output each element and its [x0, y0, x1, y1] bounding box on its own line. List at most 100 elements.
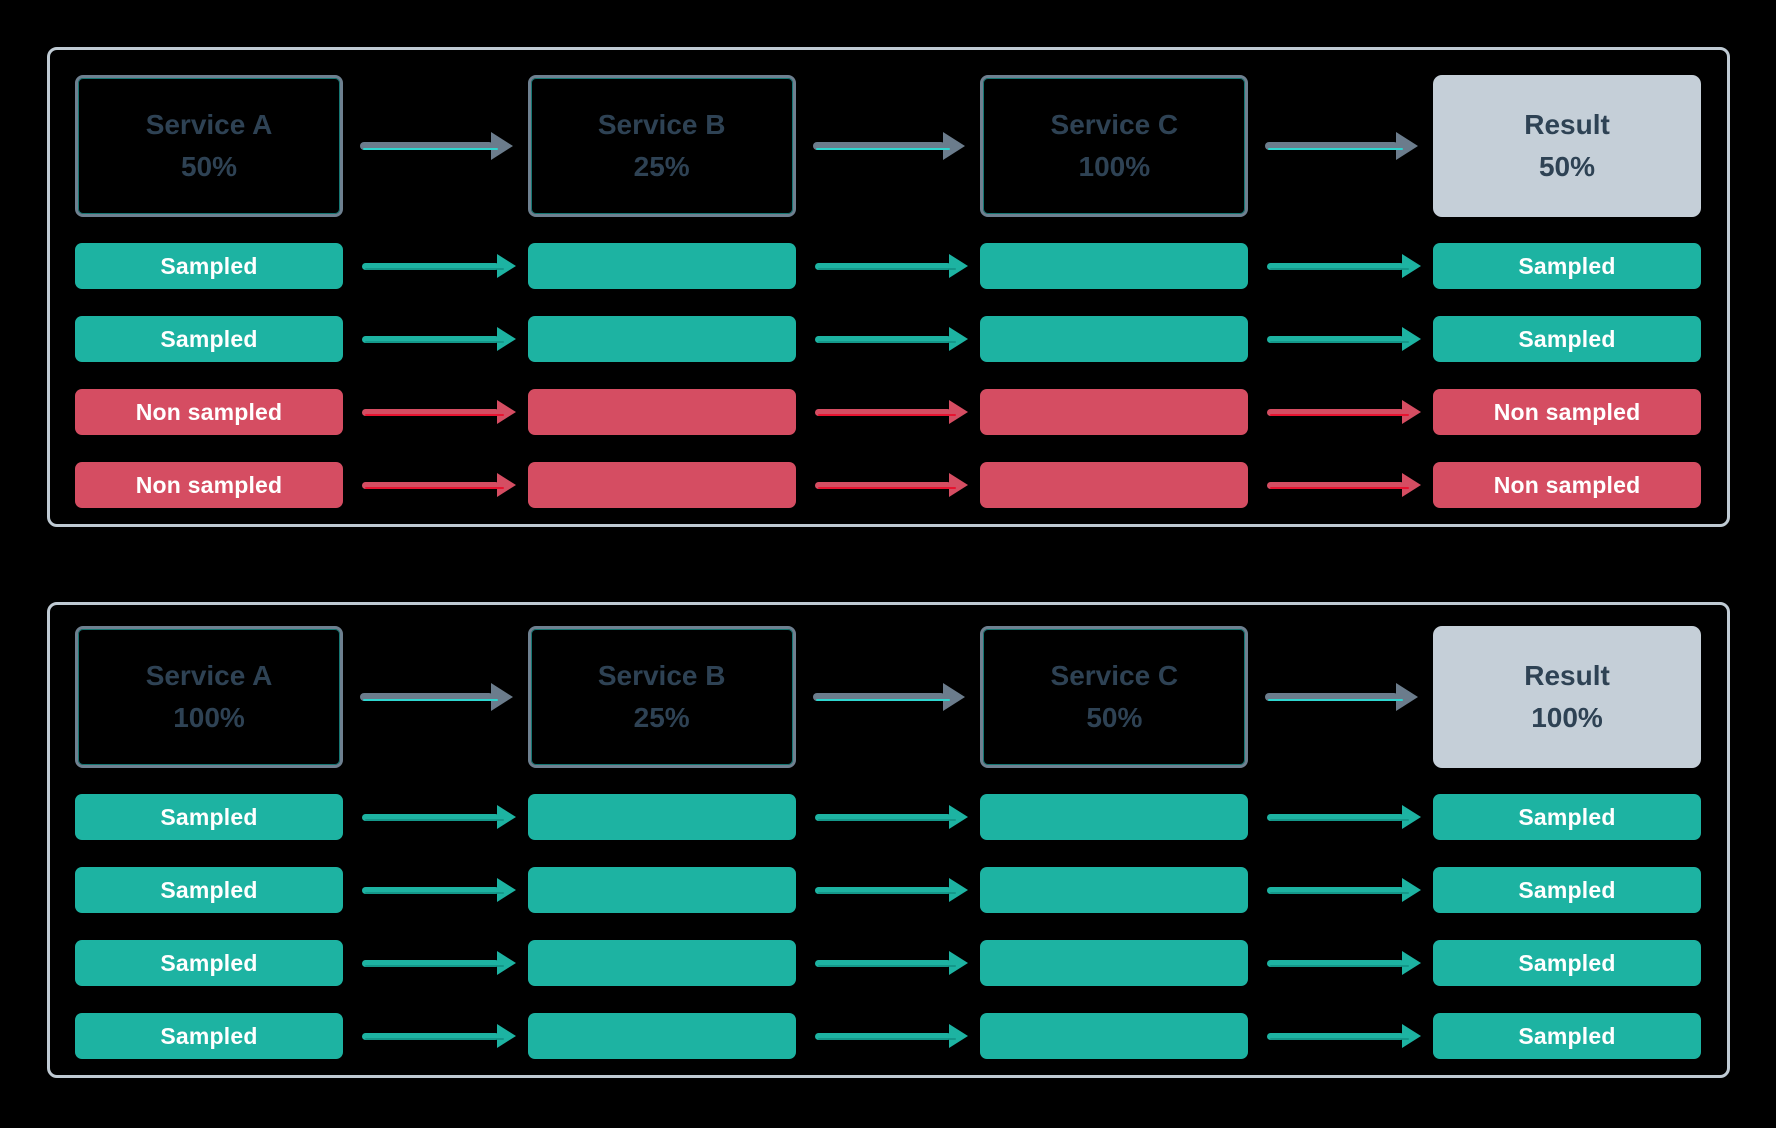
service-b-box: Service B 25%	[527, 75, 796, 217]
trace-pill-right: Sampled	[1433, 867, 1702, 913]
arrow-shaft	[1267, 1032, 1409, 1040]
right-arrow-icon	[796, 951, 981, 975]
trace-status-label: Sampled	[160, 949, 258, 976]
arrow-head-icon	[1402, 1024, 1422, 1048]
arrow-shaft	[362, 813, 504, 821]
right-arrow-icon	[1248, 473, 1433, 497]
arrow-head-icon	[496, 1024, 516, 1048]
trace-pill-right: Sampled	[1433, 1013, 1702, 1059]
trace-pill-mid	[527, 389, 796, 435]
arrow-shaft	[814, 481, 957, 489]
trace-status-label: Sampled	[160, 803, 258, 830]
arrow-shaft	[360, 142, 498, 150]
trace-row: Non sampled Non sampled	[75, 389, 1702, 435]
trace-pill-mid	[980, 316, 1249, 362]
arrow-shaft	[1267, 813, 1409, 821]
trace-pill-mid	[527, 1013, 796, 1059]
trace-pill-mid	[980, 243, 1249, 289]
service-c-box: Service C 100%	[980, 75, 1249, 217]
trace-status-label: Non sampled	[135, 398, 283, 425]
service-a-box: Service A 100%	[75, 626, 343, 768]
right-arrow-icon	[796, 878, 981, 902]
arrow-shaft	[814, 813, 957, 821]
trace-pill-left: Non sampled	[75, 389, 343, 435]
trace-pill-left: Sampled	[75, 1013, 343, 1059]
service-rate: 25%	[633, 151, 690, 182]
arrow-head-icon	[1402, 400, 1422, 424]
arrow-head-icon	[490, 132, 513, 160]
trace-pill-right: Sampled	[1433, 940, 1702, 986]
service-name: Service B	[597, 660, 726, 691]
arrow-shaft	[814, 1032, 957, 1040]
arrow-shaft	[814, 959, 957, 967]
arrow-head-icon	[943, 132, 966, 160]
arrow-head-icon	[496, 254, 516, 278]
trace-pill-left: Non sampled	[75, 462, 343, 508]
arrow-shaft	[362, 1032, 504, 1040]
trace-status-label: Sampled	[160, 252, 258, 279]
trace-status-label: Sampled	[1518, 1022, 1616, 1049]
arrow-head-icon	[949, 400, 969, 424]
service-a-box: Service A 50%	[75, 75, 343, 217]
result-name: Result	[1524, 660, 1610, 691]
arrow-head-icon	[1402, 878, 1422, 902]
trace-pill-right: Sampled	[1433, 243, 1702, 289]
trace-pill-mid	[980, 867, 1249, 913]
arrow-head-icon	[496, 400, 516, 424]
arrow-head-icon	[949, 1024, 969, 1048]
arrow-head-icon	[1402, 805, 1422, 829]
right-arrow-icon	[796, 473, 981, 497]
arrow-head-icon	[1402, 327, 1422, 351]
right-arrow-icon	[1248, 254, 1433, 278]
right-arrow-icon	[343, 132, 528, 160]
trace-pill-mid	[980, 389, 1249, 435]
arrow-head-icon	[949, 327, 969, 351]
trace-status-label: Sampled	[1518, 803, 1616, 830]
trace-pill-mid	[527, 867, 796, 913]
result-rate: 100%	[1531, 702, 1603, 733]
sampling-scenario-panel-1: Service A 50% Service B 25% Service C 10…	[47, 47, 1730, 527]
trace-pill-mid	[980, 940, 1249, 986]
service-name: Service A	[145, 109, 273, 140]
arrow-shaft	[1267, 959, 1409, 967]
service-rate: 25%	[633, 702, 690, 733]
trace-status-label: Sampled	[1518, 949, 1616, 976]
trace-row: Sampled Sampled	[75, 243, 1702, 289]
arrow-shaft	[1265, 142, 1403, 150]
arrow-shaft	[1265, 693, 1403, 701]
service-name: Service C	[1050, 660, 1179, 691]
right-arrow-icon	[343, 878, 528, 902]
trace-pill-mid	[980, 462, 1249, 508]
arrow-shaft	[812, 142, 951, 150]
service-rate: 100%	[1078, 151, 1151, 182]
trace-status-label: Non sampled	[1493, 398, 1641, 425]
trace-pill-left: Sampled	[75, 243, 343, 289]
arrow-shaft	[362, 959, 504, 967]
trace-status-label: Sampled	[1518, 252, 1616, 279]
arrow-head-icon	[496, 878, 516, 902]
trace-pill-right: Sampled	[1433, 316, 1702, 362]
trace-status-label: Sampled	[160, 1022, 258, 1049]
result-box: Result 100%	[1433, 626, 1702, 768]
arrow-head-icon	[949, 473, 969, 497]
arrow-head-icon	[943, 683, 966, 711]
arrow-head-icon	[496, 951, 516, 975]
right-arrow-icon	[1248, 327, 1433, 351]
arrow-head-icon	[949, 805, 969, 829]
trace-pill-right: Non sampled	[1433, 462, 1702, 508]
right-arrow-icon	[343, 951, 528, 975]
trace-pill-mid	[527, 794, 796, 840]
service-row: Service A 50% Service B 25% Service C 10…	[75, 75, 1702, 217]
result-box: Result 50%	[1433, 75, 1702, 217]
right-arrow-icon	[1248, 132, 1433, 160]
right-arrow-icon	[343, 683, 528, 711]
arrow-shaft	[814, 886, 957, 894]
right-arrow-icon	[796, 254, 981, 278]
service-name: Service B	[597, 109, 726, 140]
right-arrow-icon	[343, 1024, 528, 1048]
arrow-head-icon	[496, 327, 516, 351]
arrow-shaft	[1267, 408, 1409, 416]
right-arrow-icon	[343, 805, 528, 829]
trace-status-label: Non sampled	[135, 471, 283, 498]
arrow-shaft	[1267, 335, 1409, 343]
